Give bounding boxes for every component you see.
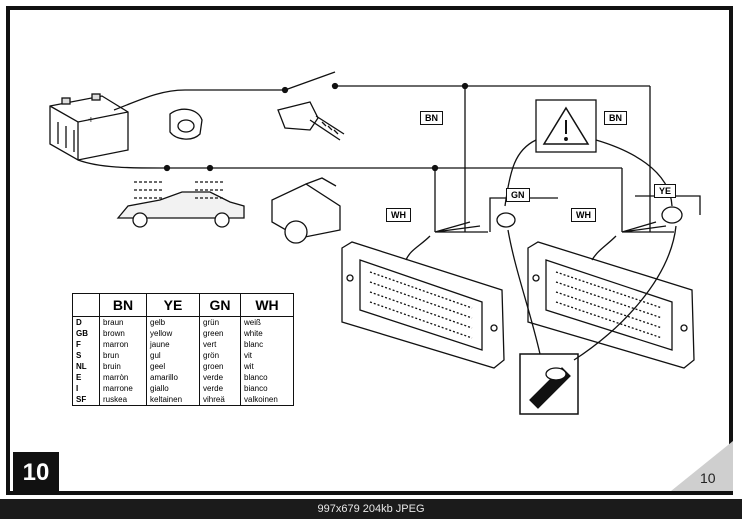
wire-tag-bn-right: BN xyxy=(604,111,627,125)
color-name: bruin xyxy=(99,361,147,372)
wire-tag-ye: YE xyxy=(654,184,677,198)
color-name: marrone xyxy=(99,383,147,394)
color-name: verde xyxy=(199,383,241,394)
switch-connector-icon xyxy=(277,101,345,141)
tail-light-right xyxy=(527,235,695,369)
page-number: 10 xyxy=(700,470,716,486)
color-name: gelb xyxy=(146,316,200,328)
color-name: weiß xyxy=(240,316,294,328)
svg-text:+: + xyxy=(88,115,94,126)
car-icon xyxy=(116,181,245,228)
language-code: NL xyxy=(72,361,100,372)
color-name: ruskea xyxy=(99,394,147,406)
image-caption: 997x679 204kb JPEG xyxy=(317,503,425,515)
color-name: marròn xyxy=(99,372,147,383)
table-header-gn: GN xyxy=(199,293,241,317)
language-code: D xyxy=(72,316,100,328)
color-name: bianco xyxy=(240,383,294,394)
color-name: valkoinen xyxy=(240,394,294,406)
tail-light-left xyxy=(341,235,505,369)
caption-bar xyxy=(0,499,742,519)
color-name: groen xyxy=(199,361,241,372)
color-name: braun xyxy=(99,316,147,328)
color-name: gul xyxy=(146,350,200,361)
wiring-diagram: + xyxy=(49,71,701,415)
color-name: verde xyxy=(199,372,241,383)
color-name: vit xyxy=(240,350,294,361)
color-name: grün xyxy=(199,316,241,328)
color-name: brun xyxy=(99,350,147,361)
table-header-ye: YE xyxy=(146,293,200,317)
color-name: wit xyxy=(240,361,294,372)
language-code: E xyxy=(72,372,100,383)
color-name: yellow xyxy=(146,328,200,339)
color-name: green xyxy=(199,328,241,339)
wire-tag-bn-left: BN xyxy=(420,111,443,125)
language-code: S xyxy=(72,350,100,361)
color-name: blanc xyxy=(240,339,294,350)
language-code: SF xyxy=(72,394,100,406)
fuse-holder-icon xyxy=(169,108,203,140)
wire-tag-gn: GN xyxy=(506,188,530,202)
car-rear-icon xyxy=(271,177,341,244)
table-header-row: BN YE GN WH xyxy=(72,293,294,317)
table-header-wh: WH xyxy=(240,293,294,317)
page-corner xyxy=(671,441,733,491)
language-code: GB xyxy=(72,328,100,339)
color-name: grön xyxy=(199,350,241,361)
color-name: vert xyxy=(199,339,241,350)
color-name: brown xyxy=(99,328,147,339)
color-name: geel xyxy=(146,361,200,372)
color-name: blanco xyxy=(240,372,294,383)
wire-tag-wh-right: WH xyxy=(571,208,596,222)
color-name: amarillo xyxy=(146,372,200,383)
table-header-empty xyxy=(72,293,100,317)
wire-tag-wh-left: WH xyxy=(386,208,411,222)
color-name: jaune xyxy=(146,339,200,350)
manual-page: + xyxy=(6,6,733,495)
page-number-badge: 10 xyxy=(13,452,59,494)
color-name: marron xyxy=(99,339,147,350)
insulating-tape-icon xyxy=(529,367,571,409)
color-name: keltainen xyxy=(146,394,200,406)
battery-icon: + xyxy=(49,93,129,161)
table-header-bn: BN xyxy=(99,293,147,317)
language-code: F xyxy=(72,339,100,350)
color-name: vihreä xyxy=(199,394,241,406)
color-name: giallo xyxy=(146,383,200,394)
color-name: white xyxy=(240,328,294,339)
language-code: I xyxy=(72,383,100,394)
